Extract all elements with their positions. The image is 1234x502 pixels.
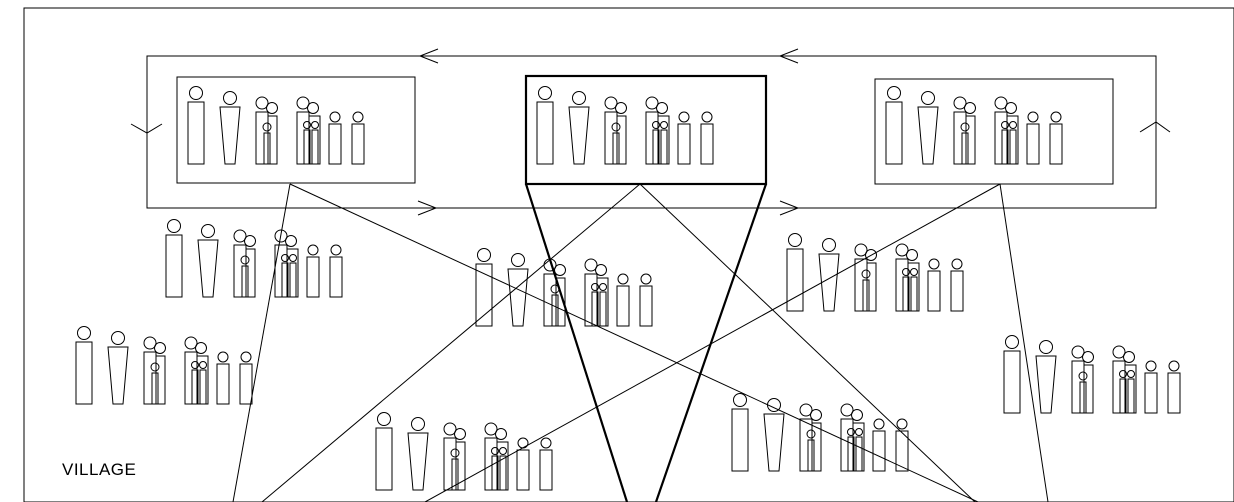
- arrow-left-top-2: [778, 48, 799, 64]
- family-box-center: [524, 74, 768, 186]
- connection-lines: [232, 183, 1049, 502]
- village-label: VILLAGE: [62, 460, 137, 479]
- family-group-box-left: [187, 86, 365, 165]
- outer-frame: [23, 7, 1234, 502]
- family-group-village-4: [75, 326, 253, 405]
- center-funnel: [524, 183, 768, 502]
- family-box-left: [176, 76, 416, 184]
- family-group-village-6: [375, 412, 553, 491]
- ring-rectangle: [146, 55, 1157, 209]
- arrow-left-top-1: [418, 48, 439, 64]
- arrow-right-bottom-1: [417, 200, 438, 216]
- family-group-village-1: [165, 219, 343, 298]
- family-group-box-center: [536, 86, 714, 165]
- family-group-village-2: [475, 248, 653, 327]
- family-group-village-5: [1003, 335, 1181, 414]
- family-group-box-right: [885, 86, 1063, 165]
- arrow-up-right: [1139, 121, 1171, 133]
- arrow-down-left: [130, 123, 163, 134]
- arrow-right-bottom-2: [779, 200, 800, 216]
- family-group-village-7: [731, 393, 909, 472]
- ring-arrows: [130, 48, 1171, 216]
- family-box-right: [874, 78, 1114, 185]
- family-group-village-3: [786, 233, 964, 312]
